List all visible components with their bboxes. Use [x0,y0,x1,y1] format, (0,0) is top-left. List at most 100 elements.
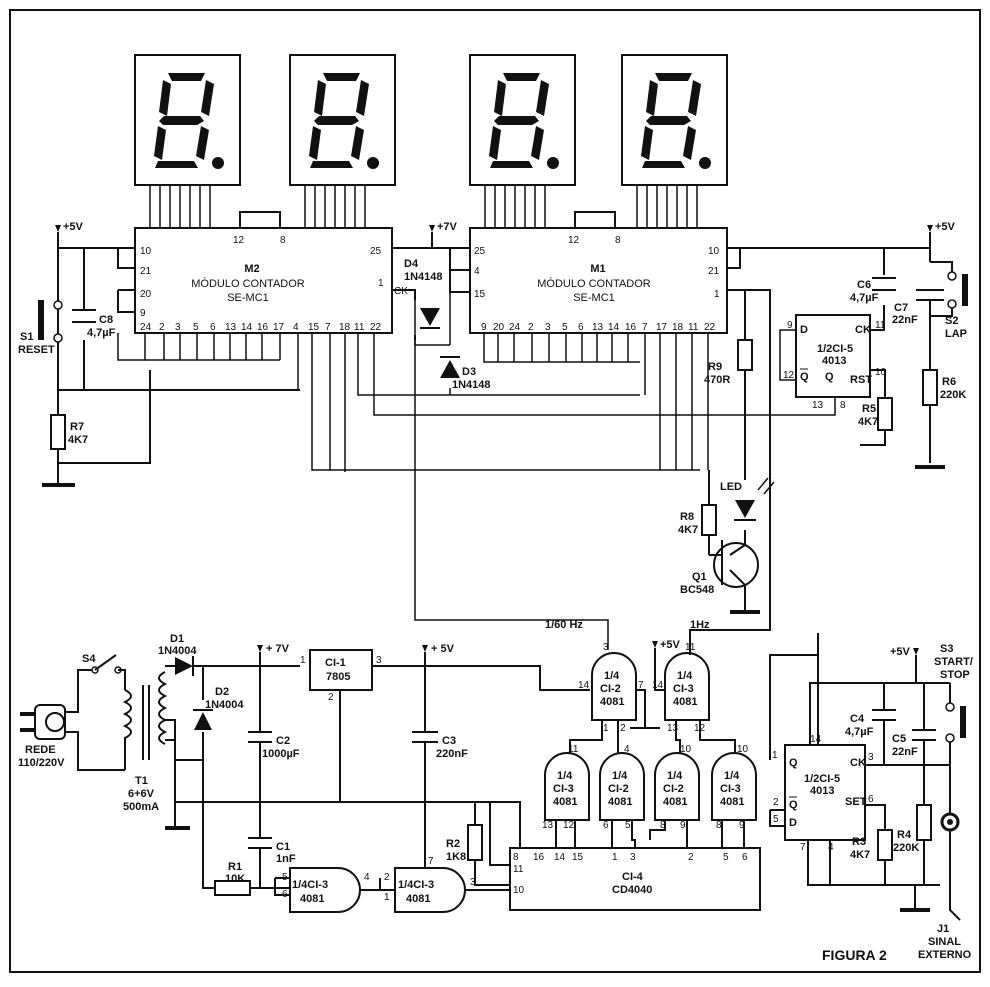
svg-text:CI-2: CI-2 [663,783,684,795]
display-2 [289,54,396,228]
svg-text:CI-2: CI-2 [600,683,621,695]
svg-text:4: 4 [624,744,630,755]
svg-text:CI-3: CI-3 [720,783,741,795]
svg-text:10: 10 [513,885,525,896]
m1-pin-10: 10 [708,246,720,257]
svg-text:+5V: +5V [660,639,681,651]
svg-text:CK: CK [850,757,866,769]
r2-name: R2 [446,838,460,850]
svg-text:20: 20 [493,322,505,333]
supply-label-5v-left: +5V [55,221,84,233]
r1-value: 10K [225,873,245,885]
svg-text:5: 5 [625,820,631,831]
svg-text:1/4CI-3: 1/4CI-3 [398,879,434,891]
s1-name: S1 [20,331,33,343]
r2-value: 1K8 [446,851,466,863]
svg-text:12: 12 [783,370,795,381]
svg-text:3: 3 [470,877,476,888]
c1-value: 1nF [276,853,296,865]
svg-text:J1: J1 [937,923,949,935]
q1-name: Q1 [692,571,707,583]
m2-pin-1: 1 [378,278,384,289]
svg-text:C6: C6 [857,279,871,291]
m2-bottom-pins: 24 2 3 5 6 13 14 16 17 4 15 7 18 11 22 [140,322,382,333]
svg-text:3: 3 [603,642,609,653]
svg-text:11: 11 [688,322,699,333]
display-4 [621,54,728,228]
and-gate-top-1: 1/4 CI-2 4081 3 14 7 1 2 [569,642,660,765]
svg-text:11: 11 [513,864,524,875]
m1-supply-7v: +7V [437,221,458,233]
m1-pin-15: 15 [474,289,486,300]
svg-text:11: 11 [875,320,886,331]
d4-value: 1N4148 [404,271,443,283]
led-indicator: LED [720,477,775,521]
m1-pin-21: 21 [708,266,720,277]
svg-text:14: 14 [652,680,664,691]
freq-label-1: 1Hz [690,619,710,631]
svg-text:8: 8 [840,400,846,411]
svg-text:1: 1 [772,750,778,761]
svg-text:13: 13 [592,322,604,333]
svg-text:22nF: 22nF [892,746,918,758]
svg-text:10: 10 [875,367,887,378]
r9-resistor: R9 470R [704,339,753,386]
s1-reset-switch: S1 RESET [18,300,63,356]
svg-text:5: 5 [723,852,729,863]
svg-text:EXTERNO: EXTERNO [918,949,972,961]
svg-text:6: 6 [868,794,874,805]
ci4-counter: 8 16 14 15 1 3 2 5 6 11 10 CI-4 CD4040 [509,847,761,911]
osc-gate-1: 1/4CI-3 4081 5 6 4 [274,867,390,913]
svg-text:8: 8 [660,820,666,831]
ci5a-flipflop: D CK 1/2CI-5 4013 Q Q RST 9 11 12 10 13 … [783,314,887,411]
svg-text:15: 15 [308,322,320,333]
svg-text:R6: R6 [942,376,956,388]
m1-name: M1 [590,263,605,275]
svg-text:12: 12 [563,820,575,831]
svg-text:CI-4: CI-4 [622,871,644,883]
svg-text:9: 9 [787,320,793,331]
figure-border [9,9,981,973]
svg-text:3: 3 [545,322,551,333]
svg-text:220K: 220K [940,389,966,401]
r9-name: R9 [708,361,722,373]
svg-text:220K: 220K [893,842,919,854]
svg-text:+5V: +5V [935,221,956,233]
svg-text:4081: 4081 [720,796,744,808]
svg-text:1: 1 [603,723,609,734]
svg-text:1/4: 1/4 [612,770,628,782]
svg-text:22nF: 22nF [892,314,918,326]
c3-name: C3 [442,735,456,747]
led-name: LED [720,481,742,493]
svg-text:CI-2: CI-2 [608,783,629,795]
svg-text:CK: CK [855,324,871,336]
m2-pin-20: 20 [140,289,152,300]
c4-capacitor: C4 4,7µF [845,683,896,765]
svg-text:7: 7 [638,680,644,691]
m2-pin-12: 12 [233,235,245,246]
top-wiring [57,232,931,655]
r5-resistor: R5 4K7 [858,397,893,431]
svg-text:24: 24 [509,322,521,333]
and-gate-top-2: 1/4 CI-3 4081 11 14 13 12 +5V [652,639,736,765]
svg-text:R3: R3 [852,836,866,848]
m2-ck: CK [394,286,408,297]
svg-text:STOP: STOP [940,669,970,681]
svg-text:4K7: 4K7 [858,416,878,428]
r7-resistor: R7 4K7 [42,414,88,487]
ps-supply-7v: + 7V [266,643,290,655]
svg-text:Q: Q [825,371,834,383]
svg-text:14: 14 [578,680,590,691]
c8-name: C8 [99,314,113,326]
d3-name: D3 [462,366,476,378]
r8-value: 4K7 [678,524,698,536]
svg-text:1/2CI-5: 1/2CI-5 [817,343,853,355]
svg-text:11: 11 [685,642,696,653]
ci1-value: 7805 [326,671,350,683]
q1-value: BC548 [680,584,714,596]
m2-line2: SE-MC1 [227,292,269,304]
svg-text:4081: 4081 [608,796,632,808]
svg-text:8: 8 [513,852,519,863]
m2-name: M2 [244,263,259,275]
svg-text:C5: C5 [892,733,906,745]
